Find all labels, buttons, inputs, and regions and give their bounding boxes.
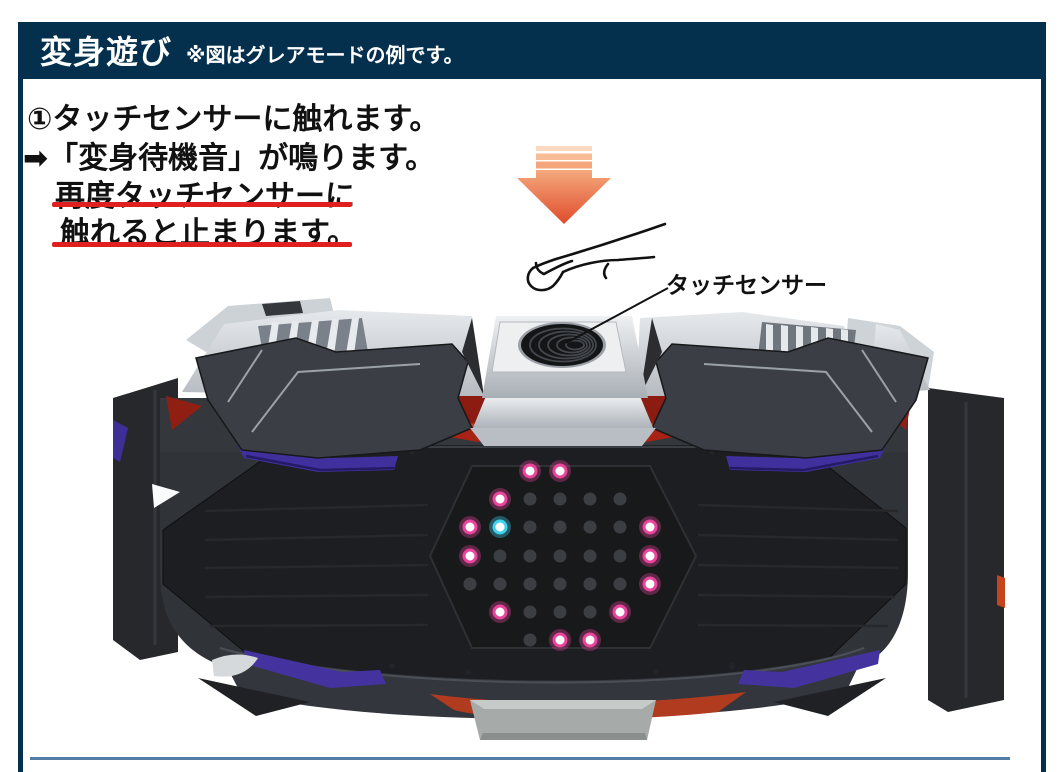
step1-result-text: ➡「変身待機音」が鳴ります。 <box>23 142 436 175</box>
led-dot-off <box>523 577 537 591</box>
led-dot-off <box>613 492 627 506</box>
touch-sensor-label: タッチセンサー <box>666 272 827 298</box>
led-dot-off <box>613 549 627 563</box>
led-dot-off <box>583 549 597 563</box>
led-dot-cyan <box>495 522 505 532</box>
emphasis-line1: 再度タッチセンサーに <box>55 180 355 213</box>
led-dot-pink <box>555 466 565 476</box>
red-underline <box>52 202 352 207</box>
bottom-armor <box>198 646 886 740</box>
led-dot-pink <box>495 494 505 504</box>
led-dot-off <box>523 492 537 506</box>
led-dot-pink <box>645 522 655 532</box>
armor-plates <box>195 337 929 459</box>
section-note: ※図はグレアモードの例です。 <box>186 44 464 67</box>
callout-leader-line <box>565 287 669 344</box>
led-panel <box>162 445 907 689</box>
led-dot-off <box>613 577 627 591</box>
led-dot-pink <box>555 635 565 645</box>
led-dot-pink <box>495 607 505 617</box>
section-title: 変身遊び <box>40 33 173 70</box>
led-dot-off <box>553 520 567 534</box>
content-frame <box>18 77 1046 772</box>
down-arrow-icon <box>517 146 611 224</box>
led-dot-off <box>613 520 627 534</box>
section-header: 変身遊び ※図はグレアモードの例です。 <box>18 22 1046 77</box>
led-dot-off <box>523 605 537 619</box>
led-dot-off <box>583 577 597 591</box>
led-dot-off <box>553 605 567 619</box>
led-dot-off <box>583 605 597 619</box>
led-dot-pink <box>585 635 595 645</box>
led-dot-off <box>463 577 477 591</box>
led-dot-off <box>493 549 507 563</box>
led-dot-off <box>553 549 567 563</box>
led-dot-off <box>583 492 597 506</box>
red-underline <box>52 242 352 247</box>
led-dot-off <box>523 520 537 534</box>
led-matrix <box>459 460 661 651</box>
bottom-tab <box>470 700 656 740</box>
left-edge-notch <box>152 484 180 508</box>
led-dot-off <box>553 492 567 506</box>
finger-icon <box>526 222 667 292</box>
touch-sensor-platform <box>462 316 662 446</box>
led-dot-pink <box>645 579 655 589</box>
led-dot-off <box>493 577 507 591</box>
led-dot-off <box>583 520 597 534</box>
led-dot-pink <box>525 466 535 476</box>
led-dot-off <box>523 549 537 563</box>
led-dot-pink <box>645 551 655 561</box>
section-divider <box>30 757 1010 760</box>
led-dot-pink <box>465 522 475 532</box>
led-dot-pink <box>465 551 475 561</box>
led-dot-off <box>523 633 537 647</box>
led-dot-off <box>553 577 567 591</box>
step1-text: ①タッチセンサーに触れます。 <box>27 103 440 136</box>
right-strap-end <box>928 388 1005 712</box>
belt-device <box>113 298 1005 740</box>
led-dot-pink <box>615 607 625 617</box>
